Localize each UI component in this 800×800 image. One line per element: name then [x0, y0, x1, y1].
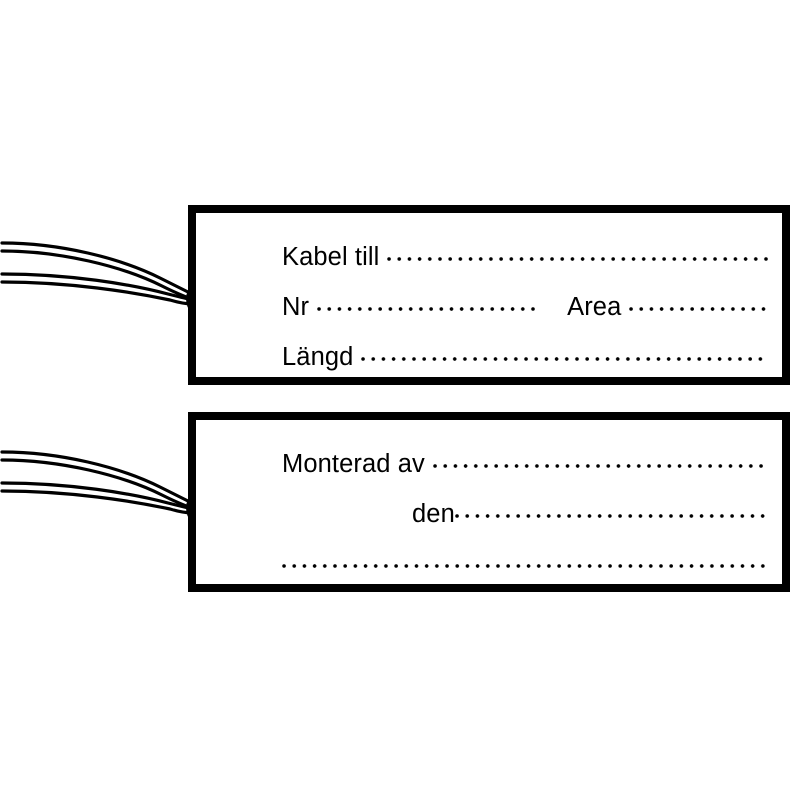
field-label-area: Area — [567, 292, 622, 321]
field-label-kabel-till: Kabel till — [282, 242, 380, 271]
installer-tag-fields: Monterad av den — [196, 420, 782, 584]
cable-tag-fields: Kabel till Nr Area Längd — [196, 213, 782, 377]
dotted-leader-langd[interactable] — [361, 339, 768, 365]
dotted-leader-area[interactable] — [629, 289, 768, 315]
dotted-leader-nr[interactable] — [317, 289, 538, 315]
dotted-leader-den[interactable] — [454, 496, 768, 522]
dotted-leader-kabel-till[interactable] — [387, 239, 768, 265]
field-row-blank — [196, 546, 782, 572]
cable-tag: Kabel till Nr Area Längd — [188, 205, 790, 385]
field-row-langd: Längd — [196, 339, 782, 370]
field-row-kabel-till: Kabel till — [196, 239, 782, 270]
field-label-nr: Nr — [282, 292, 310, 321]
field-label-langd: Längd — [282, 342, 354, 371]
field-row-monterad-av: Monterad av — [196, 446, 782, 477]
field-label-den: den — [412, 499, 455, 528]
dotted-leader-monterad-av[interactable] — [432, 446, 768, 472]
field-row-nr-area: Nr Area — [196, 289, 782, 320]
field-row-den: den — [196, 496, 782, 527]
installer-tag: Monterad av den — [188, 412, 790, 592]
dotted-leader-blank[interactable] — [282, 546, 768, 572]
field-label-monterad-av: Monterad av — [282, 449, 425, 478]
